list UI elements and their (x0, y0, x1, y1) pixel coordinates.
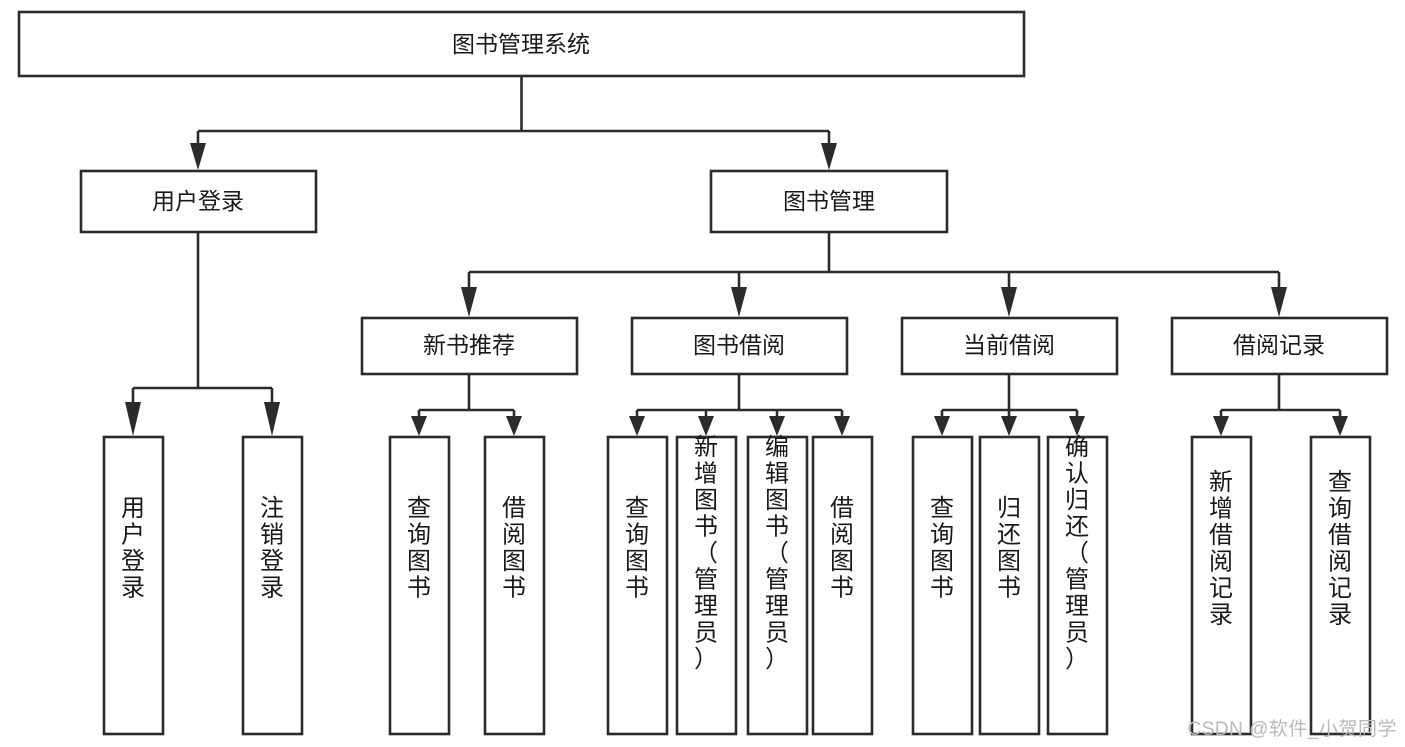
arrowhead-leaf-2 (264, 402, 280, 436)
arrowhead-borrow (731, 287, 747, 317)
arrowhead-leaf-11 (1069, 416, 1085, 436)
arrowhead-leaf-3 (411, 416, 427, 436)
node-newbook-box[interactable] (360, 316, 579, 376)
leaf-node-11-label: 确认归还（管理员） (1065, 434, 1089, 673)
node-login-label: 用户登录 (152, 188, 244, 214)
leaf-node-4[interactable]: 借阅图书 (483, 435, 546, 736)
leaf-node-13[interactable]: 查询借阅记录 (1309, 435, 1372, 736)
arrowhead-leaf-12 (1213, 416, 1229, 436)
arrowhead-login (190, 143, 206, 170)
leaf-node-8-box[interactable] (811, 435, 874, 736)
leaf-node-6-box[interactable] (675, 435, 738, 736)
leaf-node-5[interactable]: 查询图书 (606, 435, 669, 736)
leaf-node-2[interactable]: 注销登录 (241, 435, 304, 736)
leaf-node-10[interactable]: 归还图书 (978, 435, 1041, 736)
leaf-node-11[interactable]: 确认归还（管理员） (1046, 434, 1109, 736)
arrowhead-leaf-6 (698, 416, 714, 436)
leaf-node-7-box[interactable] (746, 435, 809, 736)
node-records[interactable]: 借阅记录 (1170, 316, 1389, 376)
leaf-node-4-label: 借阅图书 (502, 495, 526, 602)
arrowhead-leaf-9 (934, 416, 950, 436)
leaf-node-10-label: 归还图书 (997, 495, 1021, 602)
arrowhead-leaf-4 (506, 416, 522, 436)
node-login[interactable]: 用户登录 (79, 169, 318, 234)
arrowhead-leaf-13 (1332, 416, 1348, 436)
node-borrow[interactable]: 图书借阅 (630, 316, 849, 376)
node-bookmgmt-label: 图书管理 (783, 188, 875, 214)
leaf-node-5-box[interactable] (606, 435, 669, 736)
leaf-node-2-box[interactable] (241, 435, 304, 736)
leaf-node-12[interactable]: 新增借阅记录 (1190, 435, 1253, 736)
leaf-node-3-box[interactable] (388, 435, 451, 736)
node-records-label: 借阅记录 (1233, 332, 1325, 358)
leaf-node-13-label: 查询借阅记录 (1328, 469, 1352, 629)
arrowhead-leaf-1 (125, 402, 141, 436)
node-bookmgmt-box[interactable] (709, 169, 949, 234)
node-newbook[interactable]: 新书推荐 (360, 316, 579, 376)
node-borrow-box[interactable] (630, 316, 849, 376)
arrowhead-leaf-8 (834, 416, 850, 436)
leaf-node-2-label: 注销登录 (260, 495, 284, 602)
connector-layer (125, 76, 1348, 436)
leaf-node-1[interactable]: 用户登录 (102, 435, 165, 736)
leaf-node-6-label: 新增图书（管理员） (694, 434, 718, 673)
node-login-box[interactable] (79, 169, 318, 234)
arrowhead-newbook (461, 287, 477, 317)
leaf-node-1-label: 用户登录 (121, 495, 145, 602)
leaf-node-3[interactable]: 查询图书 (388, 435, 451, 736)
leaf-node-5-label: 查询图书 (625, 495, 649, 602)
leaf-node-6[interactable]: 新增图书（管理员） (675, 434, 738, 736)
leaf-node-8-label: 借阅图书 (830, 495, 854, 602)
leaf-node-12-box[interactable] (1190, 435, 1253, 736)
leaf-node-13-box[interactable] (1309, 435, 1372, 736)
node-newbook-label: 新书推荐 (423, 332, 515, 358)
leaf-node-9-box[interactable] (911, 435, 974, 736)
arrowhead-leaf-7 (769, 416, 785, 436)
leaf-node-1-box[interactable] (102, 435, 165, 736)
node-current[interactable]: 当前借阅 (900, 316, 1119, 376)
node-root-box[interactable] (17, 10, 1026, 78)
node-root-label: 图书管理系统 (452, 31, 590, 57)
leaf-node-9-label: 查询图书 (930, 495, 954, 602)
arrowhead-leaf-5 (629, 416, 645, 436)
node-bookmgmt[interactable]: 图书管理 (709, 169, 949, 234)
leaf-node-12-label: 新增借阅记录 (1209, 469, 1233, 629)
arrowhead-bookmgmt (821, 143, 837, 170)
arrowhead-leaf-10 (1001, 416, 1017, 436)
leaf-node-9[interactable]: 查询图书 (911, 435, 974, 736)
arrowhead-current (1001, 287, 1017, 317)
leaf-node-11-box[interactable] (1046, 435, 1109, 736)
node-current-box[interactable] (900, 316, 1119, 376)
node-borrow-label: 图书借阅 (693, 332, 785, 358)
node-records-box[interactable] (1170, 316, 1389, 376)
leaf-node-3-label: 查询图书 (407, 495, 431, 602)
node-root[interactable]: 图书管理系统 (17, 10, 1026, 78)
leaf-node-8[interactable]: 借阅图书 (811, 435, 874, 736)
leaf-node-7[interactable]: 编辑图书（管理员） (746, 434, 809, 736)
leaf-node-4-box[interactable] (483, 435, 546, 736)
csdn-watermark: CSDN @软件_小贺同学 (1187, 719, 1397, 740)
leaf-node-7-label: 编辑图书（管理员） (765, 434, 789, 673)
leaf-node-10-box[interactable] (978, 435, 1041, 736)
arrowhead-records (1271, 287, 1287, 317)
node-current-label: 当前借阅 (963, 332, 1055, 358)
